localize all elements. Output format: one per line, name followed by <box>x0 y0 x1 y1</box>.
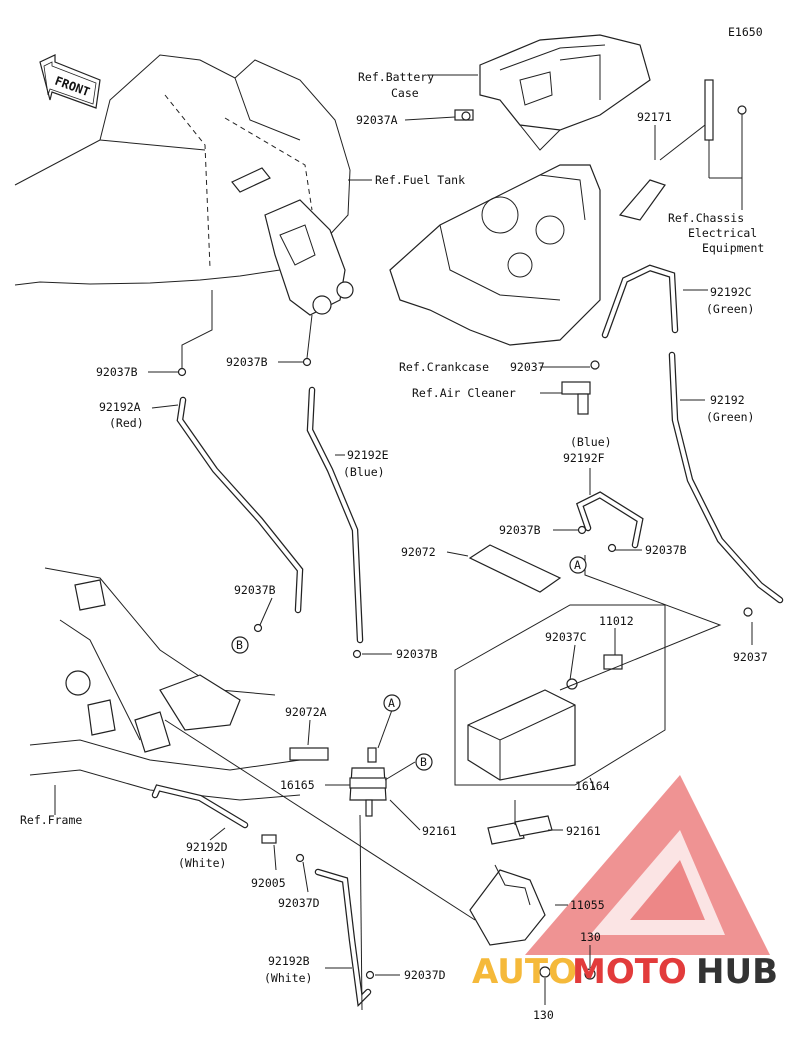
part-130-top-label: 130 <box>580 930 601 944</box>
part-92161-right-label: 92161 <box>566 824 601 838</box>
air-cleaner-fitting <box>561 381 591 415</box>
part-92192C-color: (Green) <box>706 302 754 316</box>
part-92037B-f2-label: 92037B <box>645 543 687 557</box>
part-92005-label: 92005 <box>251 876 286 890</box>
part-92192-color: (Green) <box>706 410 754 424</box>
part-11055-label: 11055 <box>570 898 605 912</box>
fuel-filter-16165 <box>349 747 387 817</box>
watermark-hub: HUB <box>696 952 778 992</box>
part-92192E-color: (Blue) <box>343 465 385 479</box>
part-16164-label: 16164 <box>575 779 610 793</box>
part-92192D-label: 92192D <box>186 840 228 854</box>
band-92072 <box>468 544 562 593</box>
watermark-auto: AUTO <box>472 952 577 992</box>
part-92037D-2-label: 92037D <box>404 968 446 982</box>
crankcase-reference <box>389 164 666 346</box>
part-92192C-label: 92192C <box>710 285 752 299</box>
hose-92192E <box>306 386 364 644</box>
part-92192-label: 92192 <box>710 393 745 407</box>
part-92037B-f1-label: 92037B <box>499 523 541 537</box>
hose-92192D <box>151 784 249 829</box>
callout-A-upper <box>383 694 401 712</box>
canister-box-outline <box>454 604 666 786</box>
part-92192B-color: (White) <box>264 971 312 985</box>
leader-lines <box>54 74 753 1011</box>
clamp-markers <box>177 111 753 980</box>
hose-92192F <box>575 491 644 549</box>
ref-air-cleaner-label: Ref.Air Cleaner <box>412 386 516 400</box>
callout-A-lower-letter: A <box>574 558 581 572</box>
ref-battery-case-label-2: Case <box>391 86 419 100</box>
hose-92192C <box>601 264 679 339</box>
part-92161-left-label: 92161 <box>422 824 457 838</box>
part-92192A-label: 92192A <box>99 400 141 414</box>
watermark-logo <box>525 775 770 955</box>
ref-chassis-label-1: Ref.Chassis <box>668 211 744 225</box>
part-16165-label: 16165 <box>280 778 315 792</box>
part-92192B-label: 92192B <box>268 954 310 968</box>
ref-battery-case-label-1: Ref.Battery <box>358 70 434 84</box>
part-11012-label: 11012 <box>599 614 634 628</box>
part-92192E-label: 92192E <box>347 448 389 462</box>
hose-92192A <box>176 396 304 614</box>
part-130-bottom-label: 130 <box>533 1008 554 1022</box>
part-92037A-label: 92037A <box>356 113 398 127</box>
fuel-tank-reference <box>14 54 354 316</box>
part-92192F-color: (Blue) <box>570 435 612 449</box>
part-92072-label: 92072 <box>401 545 436 559</box>
part-92192D-color: (White) <box>178 856 226 870</box>
callout-B-upper-letter: B <box>420 755 427 769</box>
part-92037-top-label: 92037 <box>510 360 545 374</box>
part-92037B-c-label: 92037B <box>396 647 438 661</box>
callout-A-upper-letter: A <box>388 696 395 710</box>
part-92192F-label: 92192F <box>563 451 605 465</box>
part-92072A-label: 92072A <box>285 705 327 719</box>
hose-92192B <box>314 868 372 1007</box>
callout-B-upper <box>415 753 433 771</box>
hose-92192 <box>668 351 784 604</box>
callout-A-lower <box>569 556 587 574</box>
watermark-moto: MOTO <box>572 952 687 992</box>
ref-frame-label: Ref.Frame <box>20 813 82 827</box>
part-92037B-left-label: 92037B <box>96 365 138 379</box>
battery-case-reference <box>454 34 651 151</box>
ref-chassis-label-3: Equipment <box>702 241 764 255</box>
chassis-bracket <box>659 79 747 210</box>
part-92037B-mid-label: 92037B <box>226 355 268 369</box>
ref-fuel-tank-label: Ref.Fuel Tank <box>375 173 465 187</box>
callout-B-lower <box>231 636 249 654</box>
part-92192A-color: (Red) <box>109 416 144 430</box>
part-92037C-label: 92037C <box>545 630 587 644</box>
frame-reference <box>29 567 301 801</box>
part-92037D-1-label: 92037D <box>278 896 320 910</box>
callout-B-lower-letter: B <box>236 638 243 652</box>
part-92171-label: 92171 <box>637 110 672 124</box>
band-92072A <box>289 747 329 761</box>
diagram-code: E1650 <box>728 25 763 39</box>
ref-chassis-label-2: Electrical <box>688 226 757 240</box>
part-92037-right-label: 92037 <box>733 650 768 664</box>
front-arrow-icon: FRONT <box>39 54 101 109</box>
watermark-text: AUTO MOTO HUB <box>472 952 778 992</box>
part-92037B-b-label: 92037B <box>234 583 276 597</box>
ref-crankcase-label: Ref.Crankcase <box>399 360 489 374</box>
